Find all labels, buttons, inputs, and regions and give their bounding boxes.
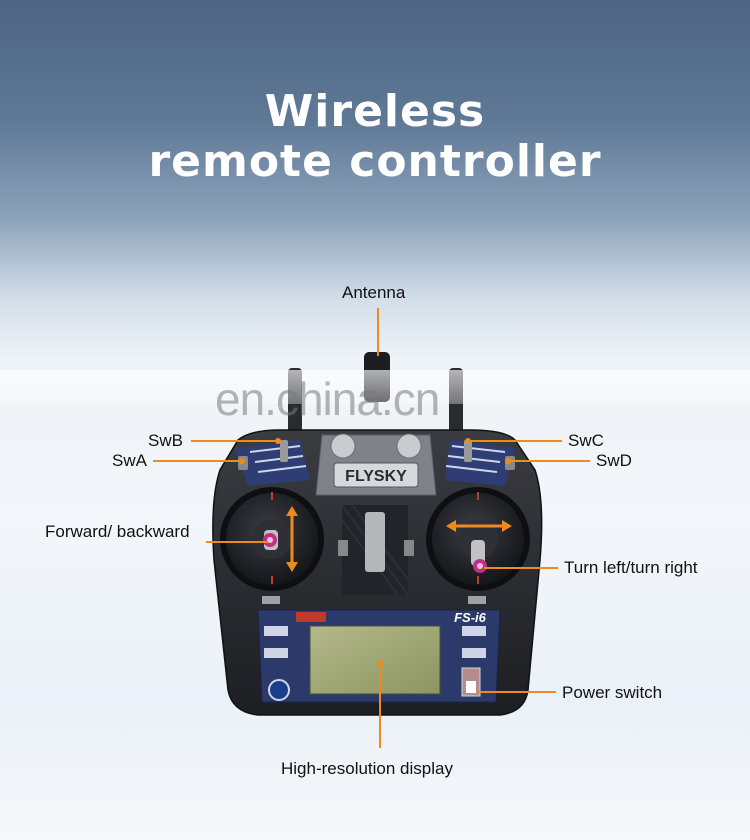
label-power: Power switch: [562, 683, 663, 702]
swd-dot: [505, 458, 511, 464]
antenna-line: [377, 308, 379, 356]
watermark: en.china.cn: [215, 373, 440, 425]
label-swa: SwA: [112, 451, 147, 470]
label-turn: Turn left/turn right: [564, 558, 698, 577]
switch-c: [464, 440, 472, 462]
turn-line: [484, 567, 558, 569]
label-swc: SwC: [568, 431, 604, 450]
title-line-1: Wireless: [264, 86, 486, 137]
brand-badge: [333, 462, 419, 488]
title-line-2: remote controller: [148, 136, 602, 187]
swb-line: [191, 440, 277, 442]
label-antenna: Antenna: [342, 283, 406, 302]
lcd-screen: [309, 625, 441, 695]
forward-line: [206, 541, 268, 543]
display-line: [379, 662, 381, 748]
swb-dot: [275, 438, 281, 444]
display-dot: [377, 660, 383, 666]
swc-dot: [465, 438, 471, 444]
label-forward-backward: Forward/ backward: [45, 522, 190, 541]
model-text: FS-i6: [454, 610, 487, 625]
swa-line: [153, 460, 241, 462]
swa-dot: [239, 458, 245, 464]
swd-line: [508, 460, 590, 462]
center-slider: [365, 512, 385, 572]
knob-left: [330, 433, 356, 459]
label-swb: SwB: [148, 431, 183, 450]
swc-line: [468, 440, 562, 442]
label-display: High-resolution display: [281, 759, 453, 778]
switch-b: [280, 440, 288, 462]
knob-right: [396, 433, 422, 459]
power-button-dial: [268, 679, 290, 701]
brand-text: FLYSKY: [345, 468, 407, 485]
watermark-band: [0, 370, 750, 404]
power-line: [478, 691, 556, 693]
label-swd: SwD: [596, 451, 632, 470]
